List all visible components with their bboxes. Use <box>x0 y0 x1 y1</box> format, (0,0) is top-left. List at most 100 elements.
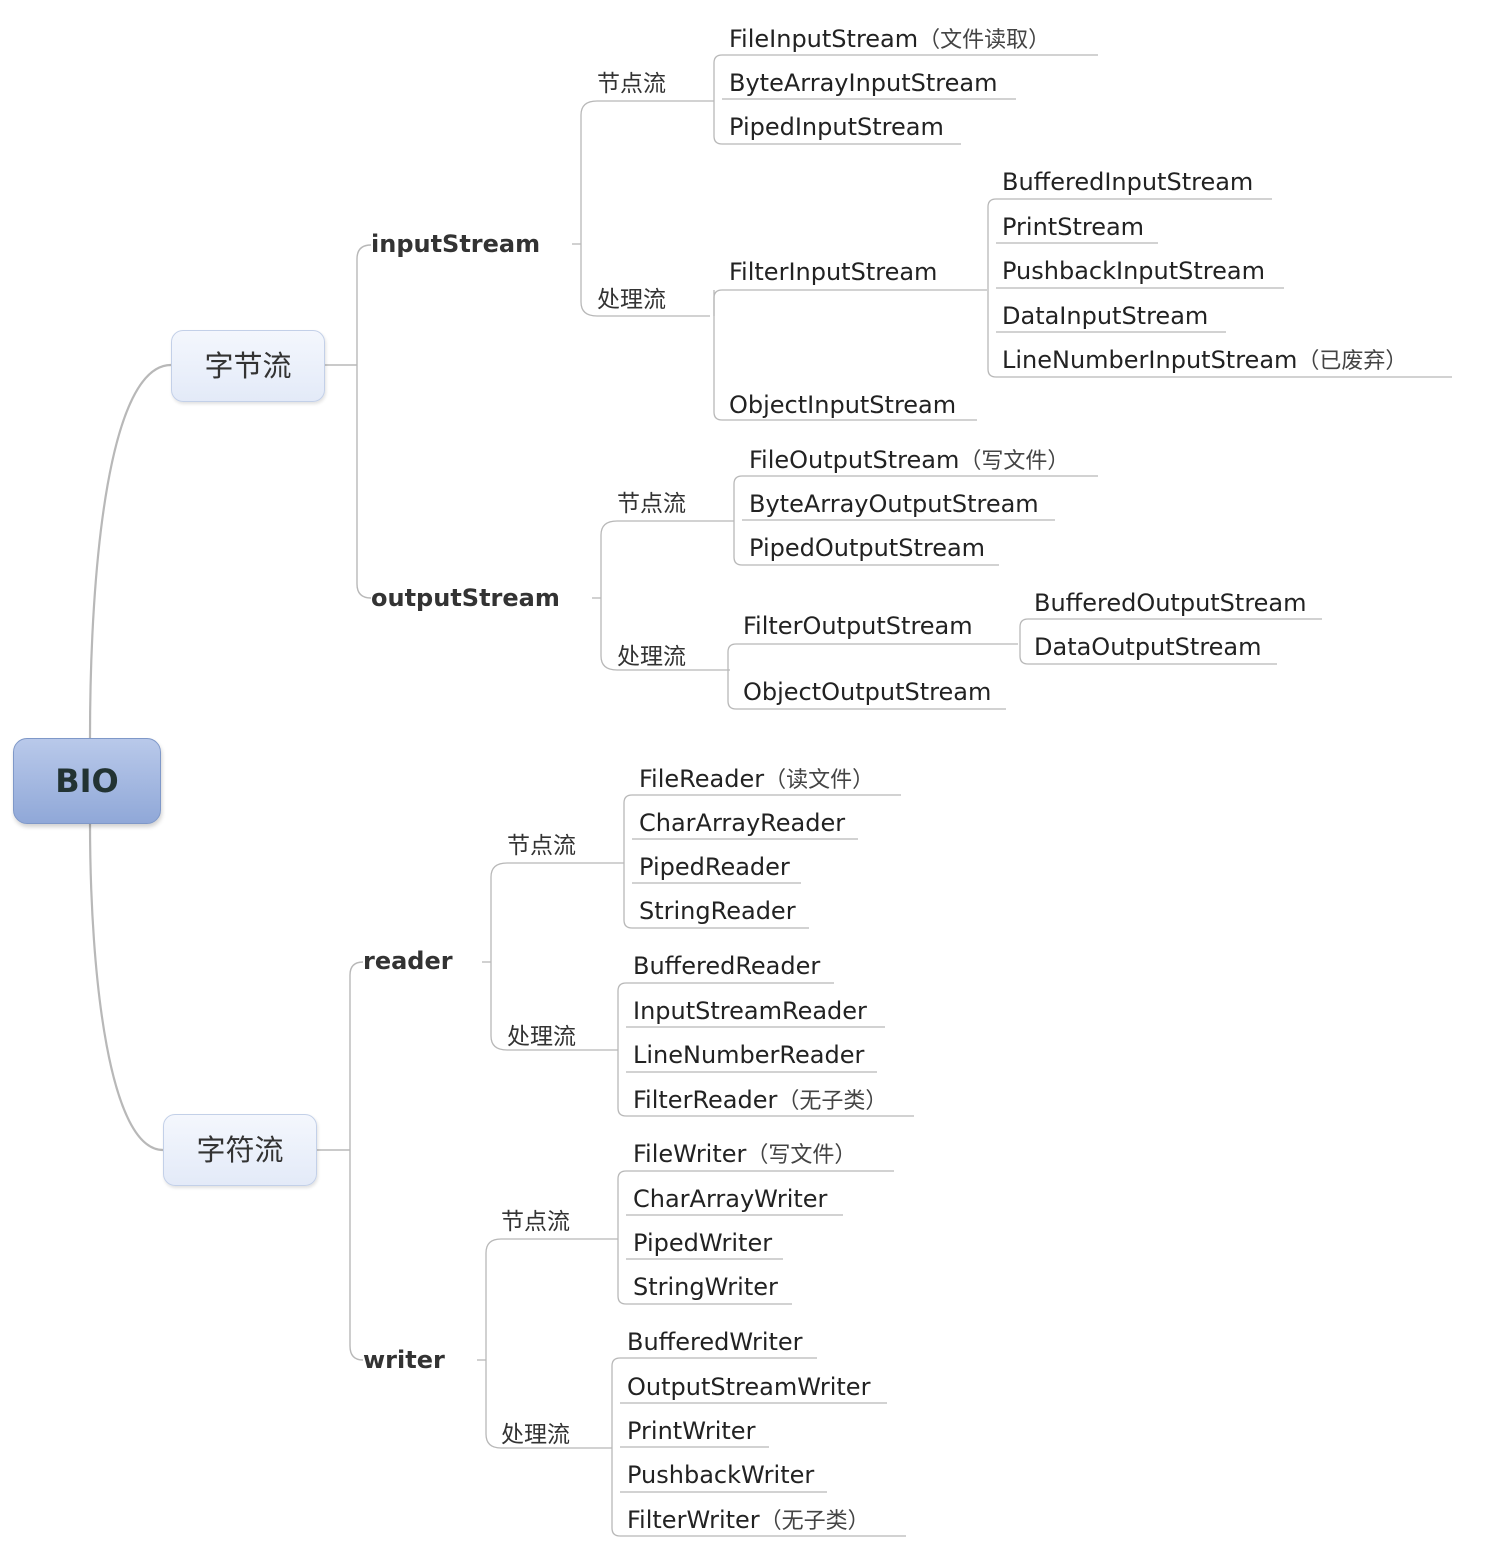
leaf-bufferedoutputstream[interactable]: BufferedOutputStream <box>1034 589 1307 617</box>
connector-line-0 <box>88 363 172 739</box>
leaf-pipedwriter[interactable]: PipedWriter <box>633 1229 772 1257</box>
leaf-printstream[interactable]: PrintStream <box>1002 213 1144 241</box>
leaf-name: FileWriter <box>633 1140 747 1168</box>
leaf-pipedinputstream[interactable]: PipedInputStream <box>729 113 944 141</box>
leaf-dataoutputstream[interactable]: DataOutputStream <box>1034 633 1262 661</box>
output-node-stream-label[interactable]: 节点流 <box>617 491 686 517</box>
leaf-bufferedinputstream[interactable]: BufferedInputStream <box>1002 168 1253 196</box>
leaf-bytearrayinputstream[interactable]: ByteArrayInputStream <box>729 69 997 97</box>
leaf-linenumberinputstream[interactable]: LineNumberInputStream（已废弃） <box>1002 346 1407 376</box>
node-objectinputstream[interactable]: ObjectInputStream <box>729 391 957 419</box>
root-node-bio[interactable]: BIO <box>13 738 161 824</box>
leaf-name: InputStreamReader <box>633 997 867 1025</box>
connector-line-24 <box>600 520 730 671</box>
leaf-note: （文件读取） <box>918 28 1051 53</box>
leaf-note: （无子类） <box>777 1089 888 1114</box>
leaf-fileoutputstream[interactable]: FileOutputStream（写文件） <box>749 446 1069 476</box>
node-outputstream[interactable]: outputStream <box>371 584 560 612</box>
connector-line-5 <box>349 961 364 1361</box>
writer-process-stream-label[interactable]: 处理流 <box>501 1422 570 1448</box>
leaf-name: OutputStreamWriter <box>627 1373 871 1401</box>
leaf-name: DataOutputStream <box>1034 633 1262 661</box>
leaf-datainputstream[interactable]: DataInputStream <box>1002 302 1208 330</box>
leaf-filterwriter[interactable]: FilterWriter（无子类） <box>627 1506 870 1536</box>
leaf-name: PrintStream <box>1002 213 1145 241</box>
leaf-pushbackwriter[interactable]: PushbackWriter <box>627 1461 814 1489</box>
leaf-note: （读文件） <box>764 768 875 793</box>
leaf-name: FileInputStream <box>729 25 919 53</box>
leaf-chararraywriter[interactable]: CharArrayWriter <box>633 1185 827 1213</box>
leaf-note: （写文件） <box>746 1143 857 1168</box>
leaf-pipedreader[interactable]: PipedReader <box>639 853 790 881</box>
leaf-name: FileOutputStream <box>749 446 960 474</box>
node-filteroutputstream[interactable]: FilterOutputStream <box>743 612 973 640</box>
leaf-name: PushbackWriter <box>627 1461 815 1489</box>
node-objectoutputstream[interactable]: ObjectOutputStream <box>743 678 992 706</box>
leaf-name: BufferedWriter <box>627 1328 803 1356</box>
leaf-name: PipedInputStream <box>729 113 944 141</box>
node-filterinputstream[interactable]: FilterInputStream <box>729 258 938 286</box>
leaf-printwriter[interactable]: PrintWriter <box>627 1417 755 1445</box>
leaf-name: LineNumberReader <box>633 1041 865 1069</box>
leaf-name: PushbackInputStream <box>1002 257 1265 285</box>
leaf-name: PrintWriter <box>627 1417 756 1445</box>
leaf-name: FilterReader <box>633 1086 778 1114</box>
leaf-fileinputstream[interactable]: FileInputStream（文件读取） <box>729 25 1050 55</box>
leaf-name: CharArrayReader <box>639 809 846 837</box>
leaf-inputstreamreader[interactable]: InputStreamReader <box>633 997 867 1025</box>
leaf-filereader[interactable]: FileReader（读文件） <box>639 765 874 795</box>
node-byte-stream[interactable]: 字节流 <box>171 330 325 402</box>
leaf-linenumberreader[interactable]: LineNumberReader <box>633 1041 864 1069</box>
writer-node-stream-label[interactable]: 节点流 <box>501 1209 570 1235</box>
connector-line-12 <box>713 54 723 145</box>
node-reader[interactable]: reader <box>363 947 453 975</box>
connector-line-62 <box>611 1357 621 1537</box>
leaf-name: PipedReader <box>639 853 790 881</box>
node-inputstream[interactable]: inputStream <box>371 230 541 258</box>
leaf-name: BufferedReader <box>633 952 821 980</box>
leaf-stringwriter[interactable]: StringWriter <box>633 1273 778 1301</box>
leaf-name: StringReader <box>639 897 796 925</box>
leaf-name: PipedOutputStream <box>749 534 986 562</box>
output-process-stream-label[interactable]: 处理流 <box>617 644 686 670</box>
connector-line-16 <box>713 289 723 421</box>
connector-line-56 <box>617 1170 627 1305</box>
leaf-bufferedreader[interactable]: BufferedReader <box>633 952 820 980</box>
leaf-bufferedwriter[interactable]: BufferedWriter <box>627 1328 803 1356</box>
leaf-name: FilterWriter <box>627 1506 760 1534</box>
node-writer[interactable]: writer <box>363 1346 445 1374</box>
leaf-name: DataInputStream <box>1002 302 1209 330</box>
connector-line-43 <box>623 794 633 929</box>
connector-line-37 <box>490 862 618 1051</box>
leaf-outputstreamwriter[interactable]: OutputStreamWriter <box>627 1373 870 1401</box>
leaf-name: BufferedInputStream <box>1002 168 1254 196</box>
reader-process-stream-label[interactable]: 处理流 <box>507 1024 576 1050</box>
connector-line-32 <box>727 643 737 710</box>
leaf-note: （写文件） <box>959 449 1070 474</box>
leaf-chararrayreader[interactable]: CharArrayReader <box>639 809 845 837</box>
leaf-name: ByteArrayOutputStream <box>749 490 1039 518</box>
leaf-filewriter[interactable]: FileWriter（写文件） <box>633 1140 856 1170</box>
reader-node-stream-label[interactable]: 节点流 <box>507 833 576 859</box>
leaf-name: BufferedOutputStream <box>1034 589 1307 617</box>
leaf-name: StringWriter <box>633 1273 778 1301</box>
connector-line-22 <box>987 198 997 378</box>
leaf-pipedoutputstream[interactable]: PipedOutputStream <box>749 534 985 562</box>
leaf-bytearrayoutputstream[interactable]: ByteArrayOutputStream <box>749 490 1039 518</box>
leaf-note: （无子类） <box>759 1509 870 1534</box>
input-node-stream-label[interactable]: 节点流 <box>597 71 666 97</box>
connector-line-1 <box>88 821 164 1152</box>
leaf-stringreader[interactable]: StringReader <box>639 897 796 925</box>
leaf-filterreader[interactable]: FilterReader（无子类） <box>633 1086 887 1116</box>
leaf-name: PipedWriter <box>633 1229 773 1257</box>
connector-line-48 <box>617 982 627 1117</box>
leaf-name: LineNumberInputStream <box>1002 346 1298 374</box>
node-char-stream[interactable]: 字符流 <box>163 1114 317 1186</box>
leaf-name: ByteArrayInputStream <box>729 69 998 97</box>
leaf-name: FileReader <box>639 765 765 793</box>
leaf-pushbackinputstream[interactable]: PushbackInputStream <box>1002 257 1265 285</box>
input-process-stream-label[interactable]: 处理流 <box>597 287 666 313</box>
connector-line-35 <box>1019 618 1029 665</box>
